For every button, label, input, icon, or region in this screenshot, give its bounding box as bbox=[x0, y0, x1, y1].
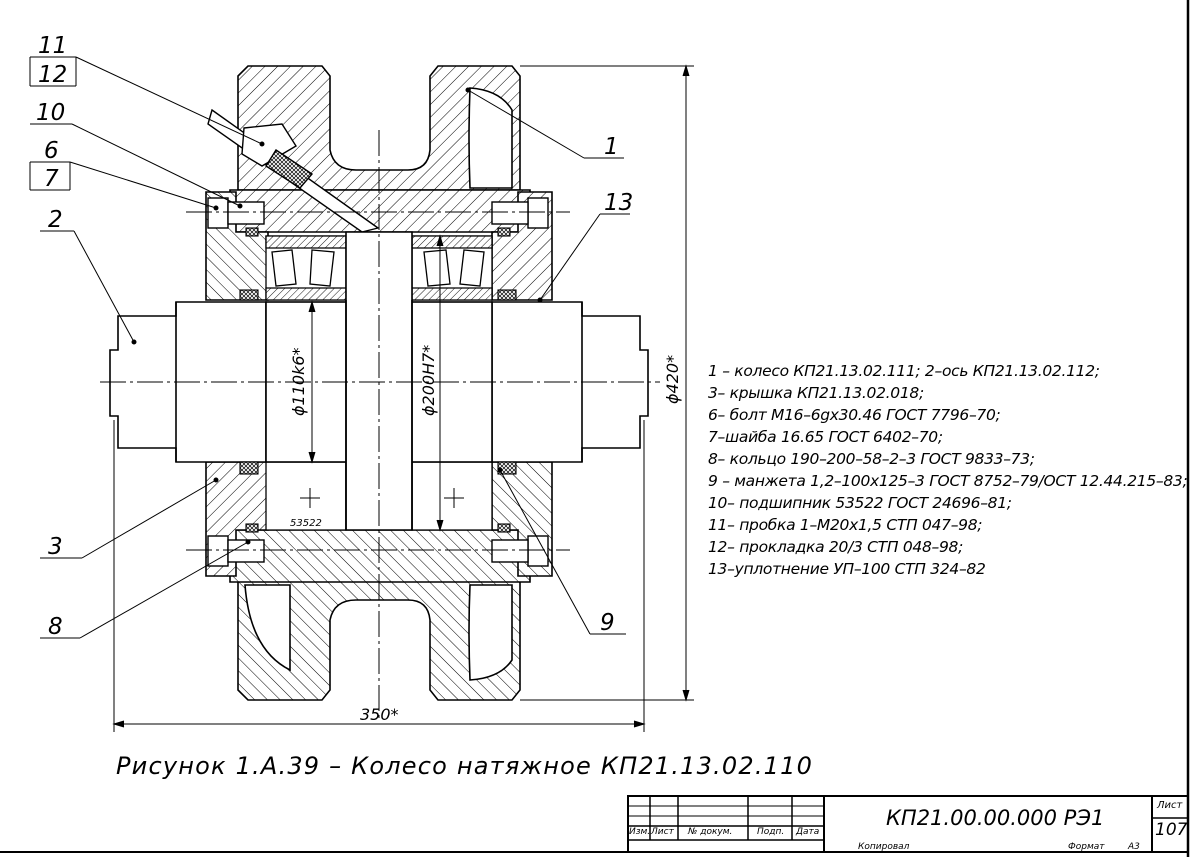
legend-line: 12– прокладка 20/3 СТП 048–98; bbox=[708, 538, 964, 556]
callout-11: 11 bbox=[38, 33, 67, 59]
callout-7: 7 bbox=[44, 166, 59, 192]
centerlines bbox=[100, 130, 660, 720]
tb-format-value: А3 bbox=[1128, 842, 1140, 852]
callout-12: 12 bbox=[38, 62, 67, 88]
tb-format-label: Формат bbox=[1068, 842, 1105, 852]
legend-line: 3– крышка КП21.13.02.018; bbox=[708, 384, 924, 402]
bearings bbox=[265, 235, 493, 531]
tb-col-list: Лист bbox=[651, 827, 674, 837]
legend-line: 11– пробка 1–М20х1,5 СТП 047–98; bbox=[708, 516, 983, 534]
callout-13: 13 bbox=[604, 190, 633, 216]
figure-caption: Рисунок 1.А.39 – Колесо натяжное КП21.13… bbox=[116, 752, 814, 780]
callout-2: 2 bbox=[48, 207, 63, 233]
legend-line: 9 – манжета 1,2–100х125–3 ГОСТ 8752–79/О… bbox=[708, 472, 1188, 490]
legend-line: 8– кольцо 190–200–58–2–3 ГОСТ 9833–73; bbox=[708, 450, 1035, 468]
tb-copied: Копировал bbox=[858, 842, 910, 852]
callout-1: 1 bbox=[604, 134, 619, 160]
wheel-section bbox=[229, 65, 531, 701]
bearing-mark: 53522 bbox=[290, 518, 322, 529]
tb-col-sign: Подп. bbox=[757, 827, 785, 837]
dim-width: 350* bbox=[360, 705, 399, 724]
seals bbox=[239, 227, 517, 533]
title-block bbox=[627, 795, 1189, 853]
dim-outer-diameter: ϕ420* bbox=[663, 355, 682, 404]
leader-lines bbox=[29, 56, 630, 639]
tb-col-izm: Изм. bbox=[629, 827, 651, 837]
tb-sheet-number: 107 bbox=[1155, 820, 1188, 840]
tb-col-date: Дата bbox=[796, 827, 820, 837]
callout-8: 8 bbox=[48, 614, 63, 640]
callout-3: 3 bbox=[48, 534, 63, 560]
callout-10: 10 bbox=[36, 100, 65, 126]
legend-line: 13–уплотнение УП–100 СТП 324–82 bbox=[708, 560, 986, 578]
bolts bbox=[207, 197, 549, 567]
dim-shaft-diameter: ϕ110k6* bbox=[289, 347, 308, 416]
legend-line: 10– подшипник 53522 ГОСТ 24696–81; bbox=[708, 494, 1012, 512]
tb-col-doc: № докум. bbox=[688, 827, 733, 837]
dim-bore-diameter: ϕ200H7* bbox=[419, 345, 438, 416]
dimension-lines bbox=[112, 64, 694, 732]
callout-9: 9 bbox=[600, 610, 615, 636]
legend-line: 1 – колесо КП21.13.02.111; 2–ось КП21.13… bbox=[708, 362, 1100, 380]
legend-line: 6– болт М16–6gх30.46 ГОСТ 7796–70; bbox=[708, 406, 1001, 424]
callout-6: 6 bbox=[44, 138, 59, 164]
tb-sheet-label: Лист bbox=[1157, 800, 1183, 811]
tb-designation: КП21.00.00.000 РЭ1 bbox=[886, 806, 1105, 830]
legend-line: 7–шайба 16.65 ГОСТ 6402–70; bbox=[708, 428, 943, 446]
